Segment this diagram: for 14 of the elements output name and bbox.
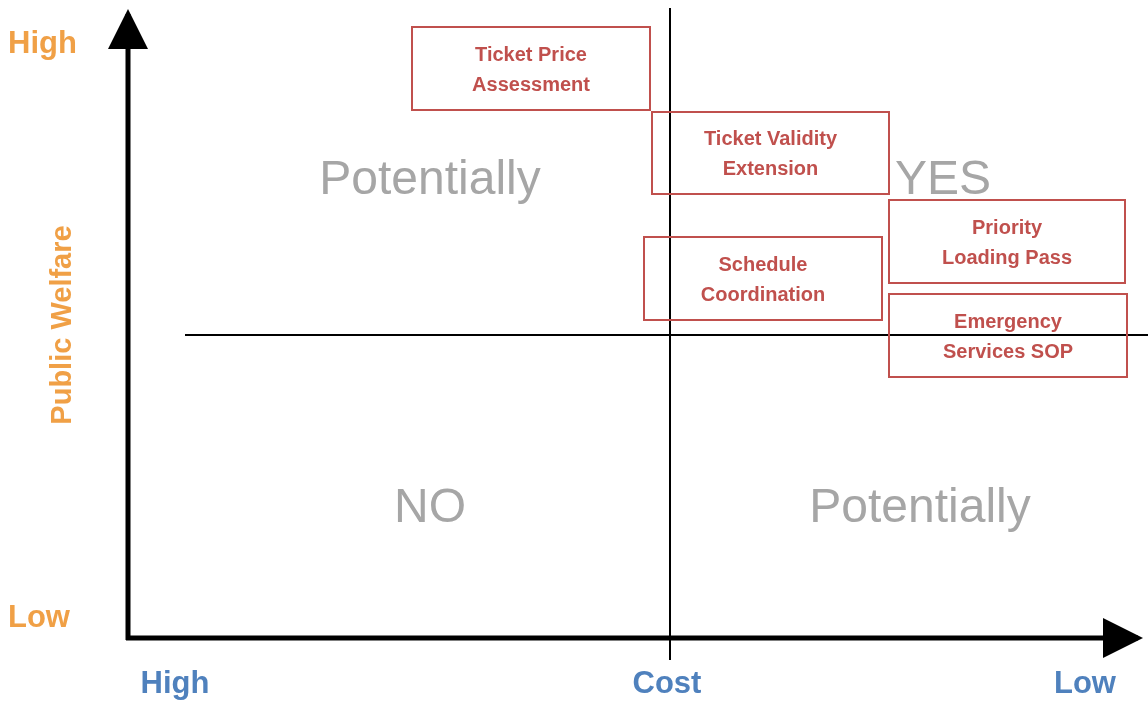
axis-tick-label: Cost <box>631 664 703 701</box>
label-box: Ticket Validity Extension <box>651 111 890 195</box>
axis-title: Public Welfare <box>44 225 79 425</box>
axis-tick-label: Low <box>1053 664 1117 701</box>
axis-tick-label: High <box>139 664 211 701</box>
axis-tick-label: High <box>8 24 78 62</box>
label-box: Priority Loading Pass <box>888 199 1126 284</box>
quadrant-label: Potentially <box>318 150 542 206</box>
axis-tick-label: Low <box>8 598 71 636</box>
label-box: Schedule Coordination <box>643 236 883 321</box>
quadrant-label: Potentially <box>808 478 1032 534</box>
label-box: Emergency Services SOP <box>888 293 1128 378</box>
quadrant-label: NO <box>393 478 467 534</box>
label-box: Ticket Price Assessment <box>411 26 651 111</box>
